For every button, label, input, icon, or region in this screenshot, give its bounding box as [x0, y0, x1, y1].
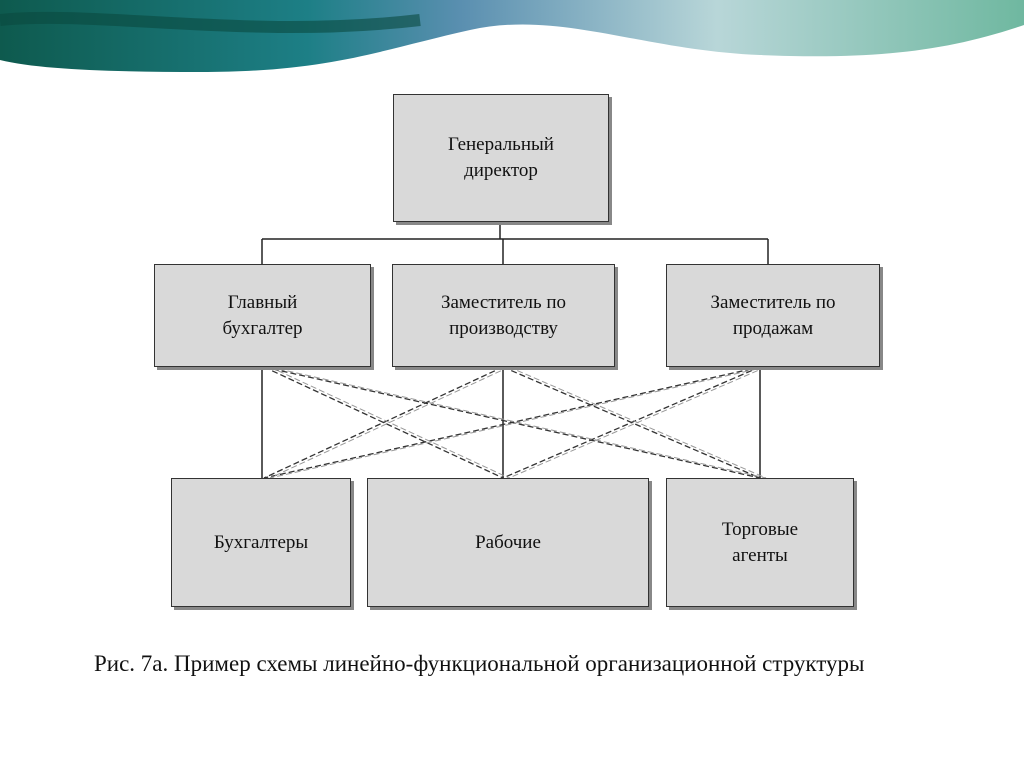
dashed-connector [263, 366, 761, 479]
dashed-connector [502, 366, 761, 479]
node-accountants: Бухгалтеры [171, 478, 351, 607]
node-workers: Рабочие [367, 478, 649, 607]
decorative-wave-banner [0, 0, 1024, 72]
node-chief-accountant: Главный бухгалтер [154, 264, 371, 367]
node-deputy-production: Заместитель по производству [392, 264, 615, 367]
node-sales-agents: Торговые агенты [666, 478, 854, 607]
node-deputy-sales: Заместитель по продажам [666, 264, 880, 367]
figure-caption: Рис. 7а. Пример схемы линейно-функционал… [94, 651, 865, 676]
dashed-connector [263, 366, 504, 479]
node-general-director: Генеральный директор [393, 94, 609, 222]
